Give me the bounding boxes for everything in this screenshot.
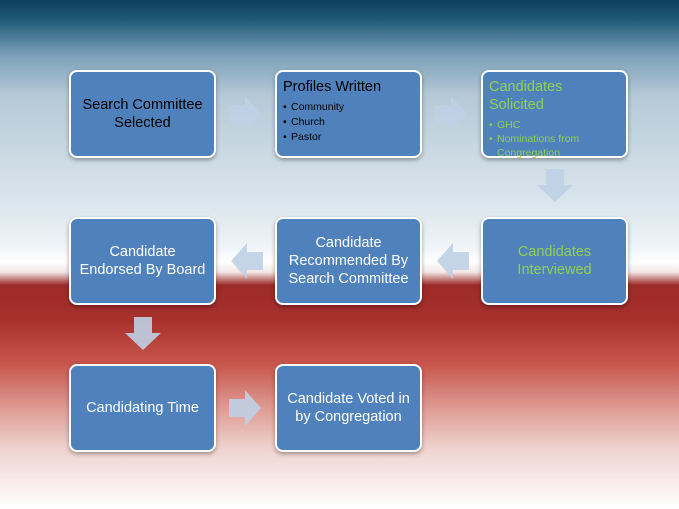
step-label: Candidate Voted in by Congregation [287,391,410,425]
arrow-right-icon [435,96,467,132]
bullet-item: GHC [489,118,620,132]
step-candidate-endorsed: Candidate Endorsed By Board [69,217,216,305]
step-candidate-recommended: Candidate Recommended By Search Committe… [275,217,422,305]
step-profiles-written: Profiles Written Community Church Pastor [275,70,422,158]
step-label: Candidating Time [86,400,199,416]
arrow-left-icon [231,243,263,279]
step-candidate-voted: Candidate Voted in by Congregation [275,364,422,452]
arrow-right-icon [229,96,261,132]
arrow-right-icon [229,390,261,426]
step-label: Candidate Recommended By Search Committe… [288,235,409,287]
step-label: Candidates Interviewed [517,244,592,278]
step-label: Search Committee Selected [82,97,203,131]
arrow-down-icon [537,169,573,202]
step-bullet-list: Community Church Pastor [283,100,414,145]
bullet-item: Church [283,115,414,130]
step-candidating-time: Candidating Time [69,364,216,452]
step-candidates-solicited: Candidates Solicited GHC Nominations fro… [481,70,628,160]
step-bullet-list: GHC Nominations from Congregation [489,118,620,160]
step-title: Candidates Solicited [489,79,563,113]
arrow-left-icon [437,243,469,279]
step-search-committee-selected: Search Committee Selected [69,70,216,158]
step-title: Profiles Written [283,79,382,95]
bullet-item: Nominations from Congregation [489,132,620,160]
bullet-item: Community [283,100,414,115]
arrow-down-icon [125,317,161,350]
step-candidates-interviewed: Candidates Interviewed [481,217,628,305]
bullet-item: Pastor [283,130,414,145]
step-label: Candidate Endorsed By Board [79,244,206,278]
